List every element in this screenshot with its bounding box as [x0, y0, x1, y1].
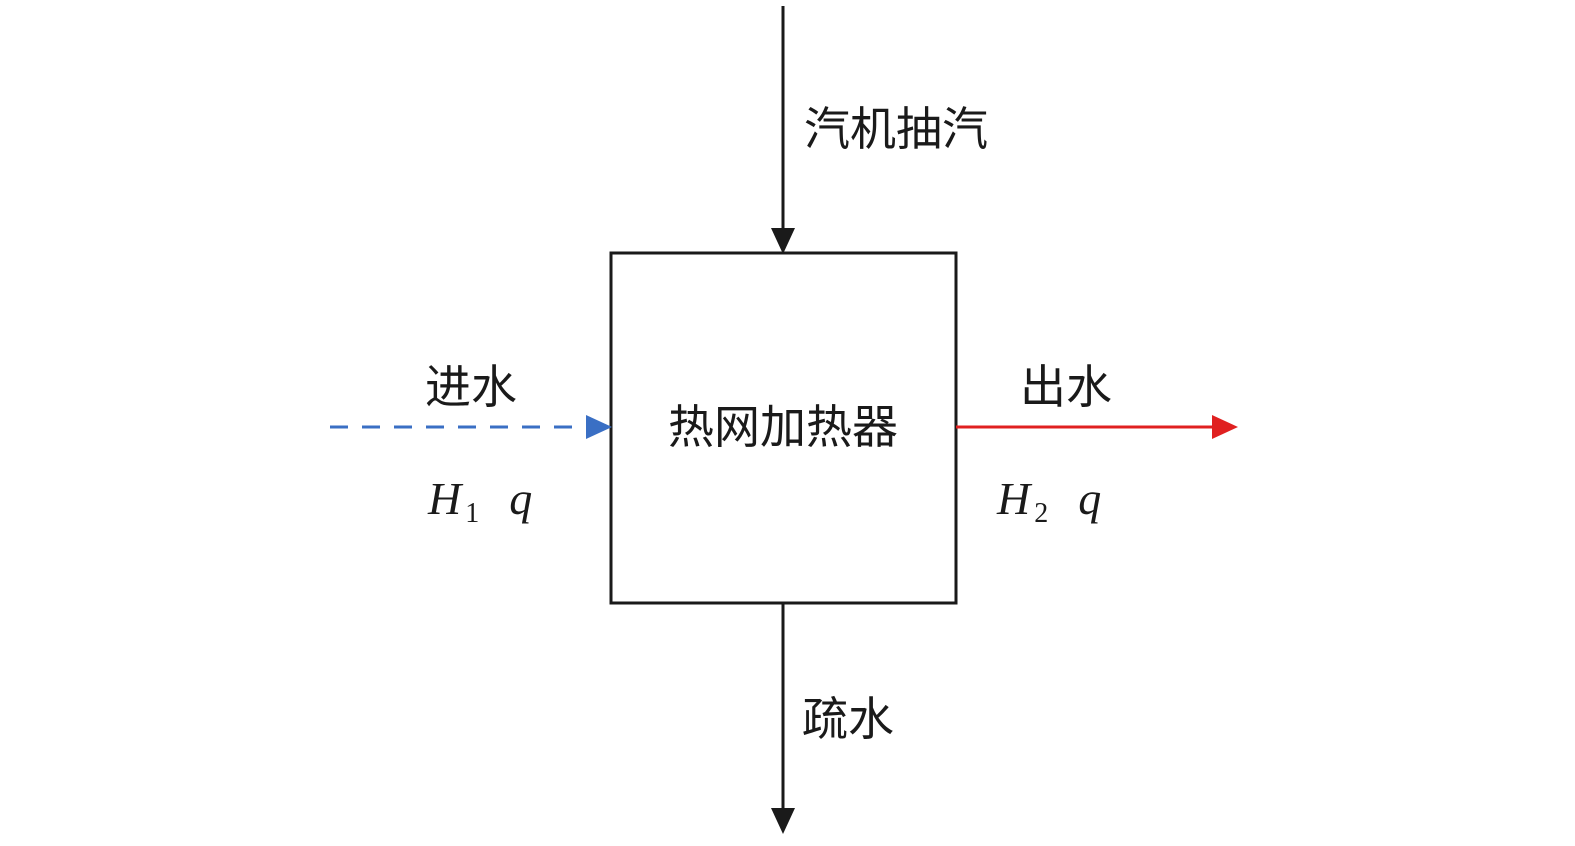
inlet-flow-symbol: q [509, 473, 532, 524]
heater-label: 热网加热器 [668, 400, 898, 454]
steam-label: 汽机抽汽 [804, 102, 988, 156]
inlet-water-flow [330, 415, 612, 439]
drain-flow [771, 603, 795, 834]
outlet-flow-symbol: q [1078, 473, 1101, 524]
inlet-enthalpy-symbol: H [427, 473, 464, 524]
outlet-enthalpy-subscript: 2 [1034, 498, 1048, 529]
outlet-label: 出水 [1020, 360, 1112, 414]
inlet-arrowhead [586, 415, 612, 439]
drain-label: 疏水 [802, 692, 894, 746]
outlet-arrowhead [1212, 415, 1238, 439]
outlet-water-flow [956, 415, 1238, 439]
steam-arrowhead [771, 228, 795, 254]
drain-arrowhead [771, 808, 795, 834]
outlet-enthalpy-symbol: H [996, 473, 1033, 524]
steam-extraction-flow [771, 6, 795, 254]
inlet-label: 进水 [425, 360, 517, 414]
inlet-enthalpy-subscript: 1 [465, 498, 479, 529]
